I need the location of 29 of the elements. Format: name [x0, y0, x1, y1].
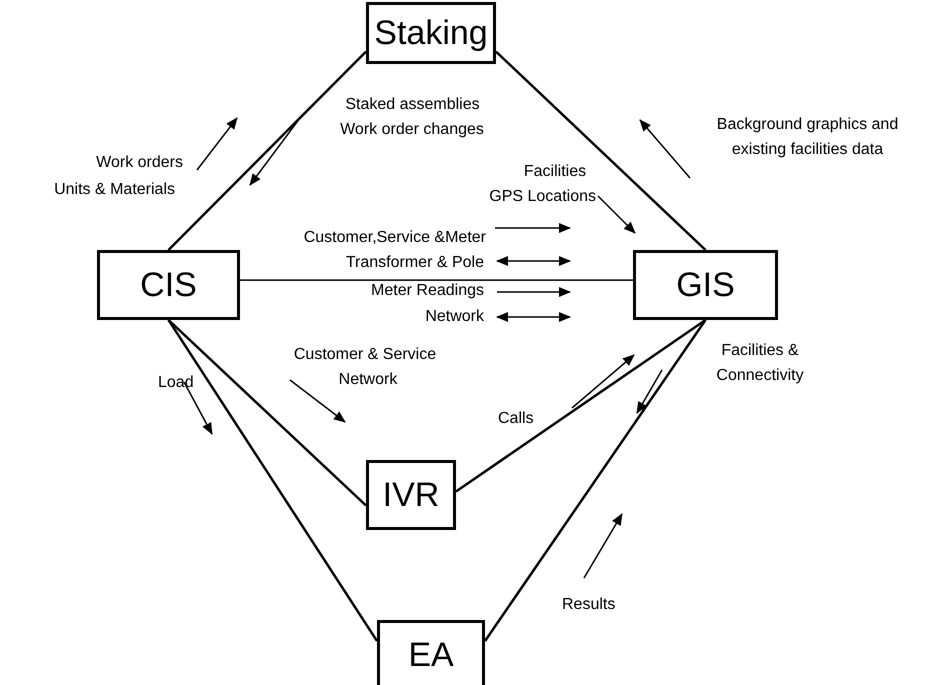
flow-label: Units & Materials: [53, 181, 175, 199]
flow-label: Facilities & Connectivity: [715, 341, 805, 386]
system-box: IVR: [366, 460, 456, 530]
system-box: Staking: [366, 2, 496, 64]
system-box: CIS: [97, 250, 240, 320]
flow-label: GPS Locations: [488, 188, 596, 206]
system-box: EA: [377, 620, 485, 685]
flow-label: Background graphics and existing facilities data: [716, 115, 900, 160]
flow-label: Work order changes: [339, 121, 485, 139]
flow-label: Staked assemblies: [344, 96, 481, 114]
connector-line: [168, 50, 367, 251]
flow-label: Facilities: [522, 163, 588, 181]
connector-line: [240, 279, 633, 281]
connector-line: [484, 319, 707, 642]
connector-line: [455, 318, 706, 493]
flow-label: Customer & Service: [292, 346, 438, 364]
connector-line: [495, 50, 706, 251]
flow-label: Network: [338, 371, 398, 389]
flow-label: Customer,Service &Meter: [302, 229, 486, 247]
flow-label: Load: [158, 374, 195, 392]
flow-label: Meter Readings: [370, 282, 484, 300]
flow-label: Calls: [498, 410, 535, 428]
system-box: GIS: [633, 250, 778, 320]
flow-label: Network: [424, 308, 484, 326]
flow-label: Results: [562, 596, 616, 614]
flow-label: Work orders: [95, 154, 183, 172]
connector-line: [168, 319, 367, 506]
flow-label: Transformer & Pole: [344, 254, 484, 272]
connector-line: [167, 319, 378, 642]
